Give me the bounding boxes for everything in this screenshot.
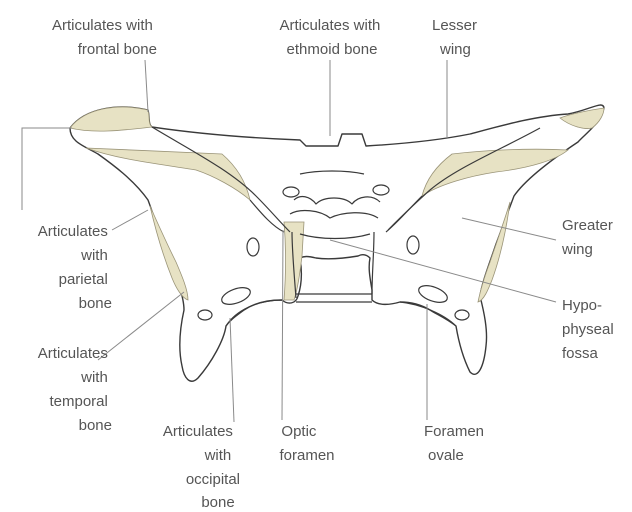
label-optic: Optic foramen bbox=[279, 423, 334, 464]
foramen-rotundum-left bbox=[247, 238, 259, 256]
label-lesser-wing: Lesser wing bbox=[432, 17, 481, 58]
label-parietal: Articulates with parietal bone bbox=[38, 223, 112, 312]
label-foramen-ovale: Foramen ovale bbox=[424, 423, 488, 464]
leader-frontal bbox=[145, 60, 148, 112]
optic-canal-left bbox=[283, 187, 299, 197]
foramen-rotundum-right bbox=[407, 236, 419, 254]
sphenoid-bone bbox=[70, 105, 604, 381]
frontal-articular-surface-left bbox=[70, 107, 152, 131]
label-frontal: Articulates with frontal bone bbox=[52, 17, 157, 58]
label-hypophyseal: Hypo- physeal fossa bbox=[562, 297, 618, 362]
body-base bbox=[296, 294, 372, 302]
labels: Articulates with frontal bone Articulate… bbox=[38, 17, 618, 511]
label-occipital: Articulates with occipital bone bbox=[163, 423, 244, 511]
label-greater-wing: Greater wing bbox=[561, 217, 617, 258]
optic-canal-right bbox=[373, 185, 389, 195]
leader-occipital bbox=[230, 318, 234, 422]
foramen-spinosum-right bbox=[455, 310, 469, 320]
leader-frontal-bracket bbox=[22, 128, 72, 210]
bone-outline bbox=[70, 105, 604, 381]
leader-parietal bbox=[112, 210, 148, 230]
label-ethmoid: Articulates with ethmoid bone bbox=[279, 17, 384, 58]
foramen-spinosum-left bbox=[198, 310, 212, 320]
label-temporal: Articulates with temporal bone bbox=[38, 345, 112, 434]
